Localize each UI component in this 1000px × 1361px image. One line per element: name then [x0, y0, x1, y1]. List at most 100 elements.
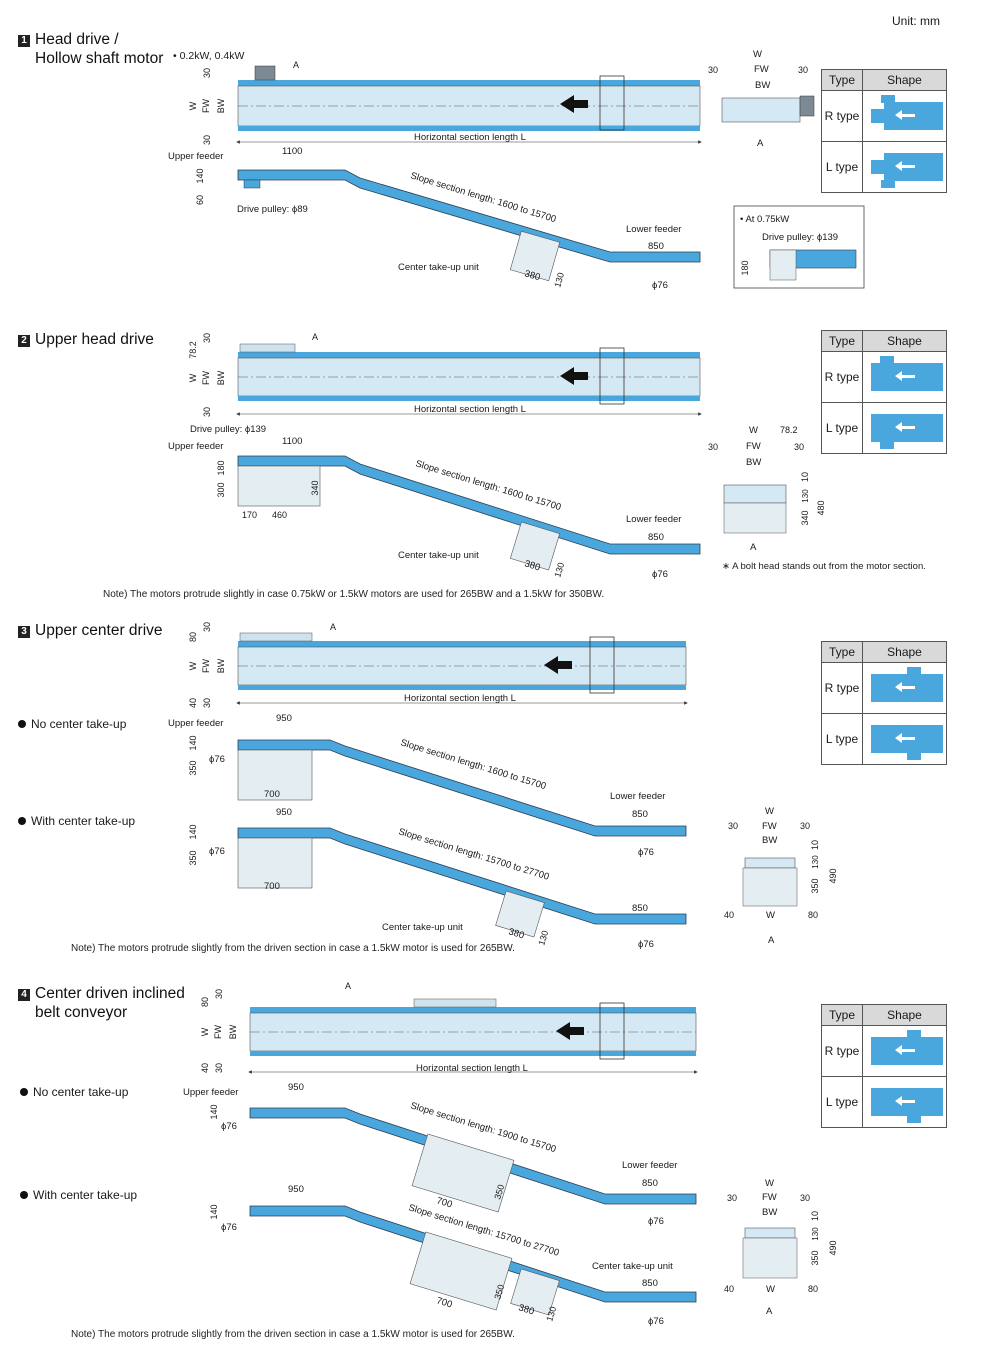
svg-text:950: 950 [288, 1082, 304, 1093]
svg-text:30: 30 [727, 1193, 737, 1203]
svg-text:Center take-up unit: Center take-up unit [382, 922, 463, 933]
svg-text:130: 130 [544, 1305, 558, 1322]
r-type-label: R type [821, 351, 863, 403]
svg-text:80: 80 [808, 910, 818, 920]
l-type-shape-icon [871, 414, 943, 449]
l-type-shape-icon [871, 725, 943, 760]
svg-text:W: W [753, 49, 762, 60]
section-3-number: 3 [18, 626, 30, 638]
svg-text:130: 130 [552, 561, 566, 578]
section-2-number: 2 [18, 335, 30, 347]
svg-text:Upper feeder: Upper feeder [183, 1087, 238, 1098]
r-type-label: R type [821, 90, 863, 142]
svg-text:700: 700 [435, 1295, 453, 1310]
svg-text:BW: BW [228, 1024, 238, 1039]
note-section-3: Note) The motors protrude slightly from … [71, 943, 515, 954]
svg-text:A: A [345, 981, 351, 991]
r-type-shape-icon [871, 667, 943, 702]
svg-text:Upper feeder: Upper feeder [168, 151, 223, 162]
svg-text:30: 30 [798, 65, 808, 75]
svg-text:Horizontal section length L: Horizontal section length L [404, 693, 516, 704]
svg-text:40: 40 [200, 1063, 210, 1073]
inset-075kw: • At 0.75kW Drive pulley: ϕ139 180 [733, 205, 865, 289]
top-view-3: Horizontal section length L W FW BW 80 3… [188, 622, 688, 708]
svg-text:Lower feeder: Lower feeder [626, 224, 681, 235]
svg-text:Slope section length: 1600 to: Slope section length: 1600 to 15700 [399, 737, 547, 792]
svg-text:A: A [330, 622, 336, 632]
svg-text:10: 10 [810, 840, 820, 850]
svg-text:W: W [765, 1178, 774, 1189]
svg-text:300: 300 [216, 482, 226, 497]
svg-text:FW: FW [762, 1192, 777, 1203]
svg-text:Horizontal section length L: Horizontal section length L [416, 1063, 528, 1074]
power-rating: • 0.2kW, 0.4kW [173, 50, 245, 62]
direction-arrow-icon [544, 656, 572, 674]
svg-text:A: A [312, 332, 318, 342]
svg-text:FW: FW [746, 441, 761, 452]
svg-text:A: A [293, 60, 299, 70]
svg-text:W: W [188, 373, 198, 382]
svg-text:Drive pulley: ϕ139: Drive pulley: ϕ139 [190, 424, 266, 435]
top-view-2: Horizontal section length L W FW BW 78.2… [188, 332, 702, 417]
top-view-1: Horizontal section length L 30 W FW BW 3… [188, 60, 702, 145]
svg-text:Upper feeder: Upper feeder [168, 718, 223, 729]
direction-arrow-icon [560, 367, 588, 385]
svg-text:Lower feeder: Lower feeder [622, 1160, 677, 1171]
svg-text:W: W [188, 661, 198, 670]
svg-text:950: 950 [288, 1184, 304, 1195]
svg-text:850: 850 [642, 1278, 658, 1289]
svg-text:180: 180 [740, 260, 750, 275]
r-type-shape-icon [871, 95, 943, 130]
svg-text:30: 30 [202, 135, 212, 145]
svg-text:350: 350 [810, 1250, 820, 1265]
r-type-shape-icon [871, 1030, 943, 1065]
bolt-note: ∗ A bolt head stands out from the motor … [722, 561, 926, 572]
svg-text:850: 850 [632, 903, 648, 914]
svg-text:380: 380 [523, 268, 541, 283]
svg-text:30: 30 [202, 68, 212, 78]
svg-text:490: 490 [828, 1240, 838, 1255]
svg-text:1100: 1100 [282, 436, 302, 447]
svg-text:Center take-up unit: Center take-up unit [592, 1261, 673, 1272]
svg-text:140: 140 [188, 824, 198, 839]
svg-text:W: W [765, 806, 774, 817]
svg-text:490: 490 [828, 868, 838, 883]
svg-text:1100: 1100 [282, 146, 302, 157]
svg-text:140: 140 [209, 1104, 219, 1119]
svg-text:80: 80 [188, 632, 198, 642]
svg-text:170: 170 [242, 510, 257, 520]
svg-text:FW: FW [201, 659, 211, 673]
svg-text:130: 130 [811, 855, 820, 869]
svg-text:350: 350 [188, 760, 198, 775]
note-section-4: Note) The motors protrude slightly from … [71, 1329, 515, 1340]
top-view-4: Horizontal section length L W FW BW 80 3… [200, 981, 698, 1074]
svg-text:A: A [768, 935, 775, 946]
svg-text:340: 340 [800, 510, 810, 525]
svg-text:140: 140 [209, 1204, 219, 1219]
with-center-label-3: With center take-up [18, 814, 135, 828]
svg-text:Lower feeder: Lower feeder [610, 791, 665, 802]
svg-text:30: 30 [708, 442, 718, 452]
no-center-label-3: No center take-up [18, 717, 126, 731]
svg-text:W: W [188, 101, 198, 110]
svg-text:Drive pulley: ϕ139: Drive pulley: ϕ139 [762, 232, 838, 243]
svg-text:A: A [750, 542, 757, 553]
svg-text:Horizontal section length L: Horizontal section length L [414, 404, 526, 415]
svg-text:40: 40 [188, 698, 198, 708]
svg-text:480: 480 [816, 500, 826, 515]
svg-text:ϕ76: ϕ76 [652, 280, 668, 291]
side-view-2: Drive pulley: ϕ139 Upper feeder 1100 Slo… [168, 424, 701, 580]
r-type-shape-icon [871, 356, 943, 391]
svg-text:850: 850 [648, 241, 664, 252]
unit-label: Unit: mm [892, 14, 940, 28]
r-type-label: R type [821, 1025, 863, 1077]
svg-text:30: 30 [202, 407, 212, 417]
svg-text:30: 30 [214, 1063, 224, 1073]
svg-text:Drive pulley: ϕ89: Drive pulley: ϕ89 [237, 204, 308, 215]
svg-text:10: 10 [800, 472, 810, 482]
svg-text:Center take-up unit: Center take-up unit [398, 262, 479, 273]
